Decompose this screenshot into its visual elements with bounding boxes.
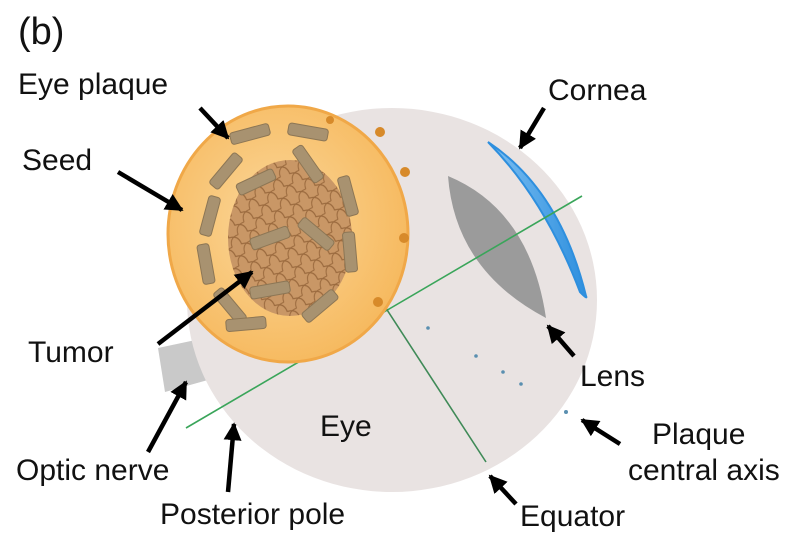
- label-plaque-central-axis-line1: Plaque: [652, 418, 745, 451]
- label-tumor: Tumor: [28, 336, 114, 369]
- label-posterior-pole: Posterior pole: [160, 498, 345, 531]
- arrow-seed: [118, 172, 182, 210]
- arrow-plaque-central-axis: [582, 420, 620, 444]
- panel-label: (b): [18, 11, 64, 53]
- arrow-optic-nerve: [148, 382, 186, 452]
- label-cornea: Cornea: [548, 74, 647, 107]
- arrow-equator: [490, 476, 516, 504]
- label-equator: Equator: [520, 500, 625, 533]
- arrow-cornea: [520, 108, 544, 148]
- label-seed: Seed: [22, 144, 92, 177]
- label-eye: Eye: [320, 410, 372, 443]
- label-lens: Lens: [580, 360, 645, 393]
- arrow-posterior-pole: [228, 424, 234, 492]
- label-plaque-central-axis-line2: central axis: [628, 454, 780, 487]
- label-eye-plaque: Eye plaque: [18, 68, 168, 101]
- label-optic-nerve: Optic nerve: [16, 454, 169, 487]
